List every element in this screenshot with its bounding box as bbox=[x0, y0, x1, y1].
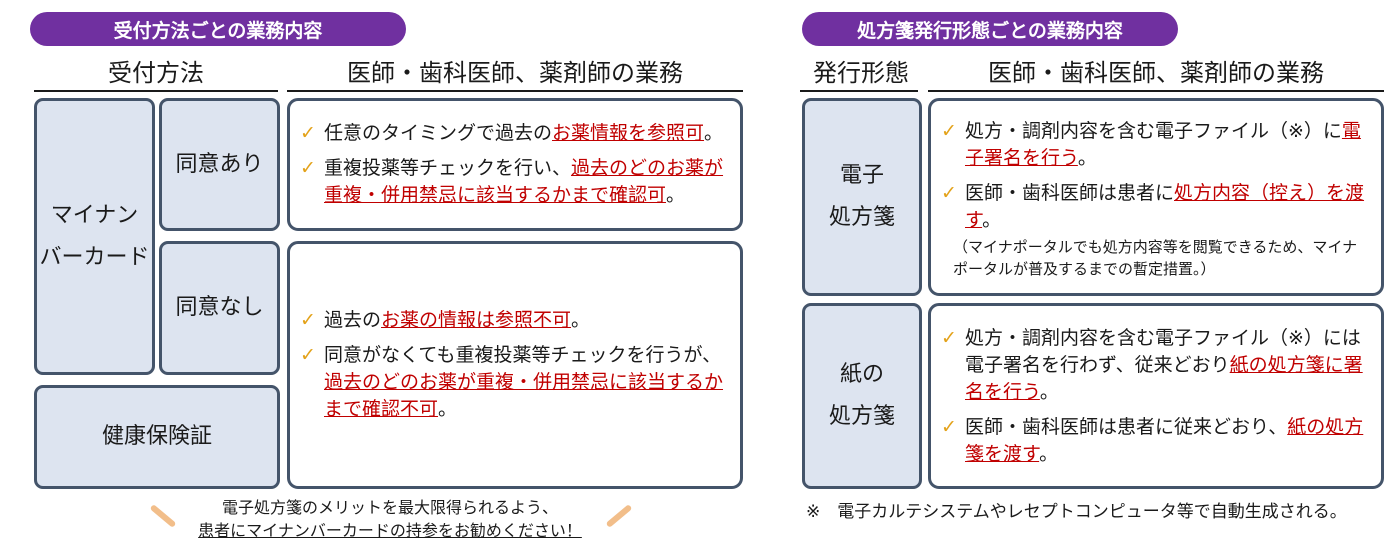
list-item: ✓医師・歯科医師は患者に処方内容（控え）を渡す。 bbox=[941, 182, 1365, 231]
check-mark-icon: ✓ bbox=[941, 415, 957, 438]
accent-stroke-left bbox=[149, 504, 177, 528]
check-mark-icon: ✓ bbox=[300, 309, 316, 331]
check-mark-icon: ✓ bbox=[300, 122, 316, 144]
left-col1-header: 受付方法 bbox=[108, 59, 204, 87]
electronic-prescription-content: ✓処方・調剤内容を含む電子ファイル（※）に電子署名を行う。 ✓医師・歯科医師は患… bbox=[928, 98, 1384, 296]
mynumber-card-label: マイナンバーカード bbox=[34, 98, 155, 375]
left-section-title: 受付方法ごとの業務内容 bbox=[30, 12, 406, 46]
list-item: ✓同意がなくても重複投薬等チェックを行うが、過去のどのお薬が重複・併用禁忌に該当… bbox=[300, 344, 724, 420]
electronic-prescription-label: 電子処方箋 bbox=[802, 98, 922, 296]
right-col2-underline bbox=[928, 90, 1384, 92]
list-item: ✓処方・調剤内容を含む電子ファイル（※）には電子署名を行わず、従来どおり紙の処方… bbox=[941, 326, 1363, 403]
consent-yes-label: 同意あり bbox=[159, 98, 280, 231]
check-mark-icon: ✓ bbox=[300, 344, 316, 366]
right-col1-header: 発行形態 bbox=[813, 59, 909, 87]
list-item: ✓処方・調剤内容を含む電子ファイル（※）に電子署名を行う。 bbox=[941, 120, 1361, 169]
right-col2-header: 医師・歯科医師、薬剤師の業務 bbox=[988, 59, 1324, 87]
check-mark-icon: ✓ bbox=[941, 120, 957, 142]
left-col1-underline bbox=[34, 90, 278, 92]
consent-no-label: 同意なし bbox=[159, 241, 280, 375]
paper-prescription-label: 紙の処方箋 bbox=[802, 303, 922, 489]
health-insurance-label: 健康保険証 bbox=[34, 385, 280, 489]
consent-yes-content: ✓任意のタイミングで過去のお薬情報を参照可。 ✓重複投薬等チェックを行い、過去の… bbox=[287, 98, 743, 231]
accent-stroke-right bbox=[605, 504, 633, 528]
left-col2-underline bbox=[287, 90, 743, 92]
interim-measure-note: （マイナポータルでも処方内容等を閲覧できるため、マイナポータルが普及するまでの暫… bbox=[953, 238, 1358, 278]
check-mark-icon: ✓ bbox=[941, 326, 957, 349]
consent-no-content: ✓過去のお薬の情報は参照不可。 ✓同意がなくても重複投薬等チェックを行うが、過去… bbox=[287, 241, 743, 489]
check-mark-icon: ✓ bbox=[300, 157, 316, 179]
right-col1-underline bbox=[800, 90, 918, 92]
auto-generation-footnote: ※ 電子カルテシステムやレセプトコンピュータ等で自動生成される。 bbox=[806, 502, 1347, 522]
left-col2-header: 医師・歯科医師、薬剤師の業務 bbox=[347, 59, 683, 87]
right-section-title: 処方箋発行形態ごとの業務内容 bbox=[802, 12, 1178, 46]
check-mark-icon: ✓ bbox=[941, 182, 957, 204]
list-item: ✓任意のタイミングで過去のお薬情報を参照可。 bbox=[300, 120, 726, 147]
card-recommendation-note: 電子処方箋のメリットを最大限得られるよう、 患者にマイナンバーカードの持参をお勧… bbox=[198, 498, 582, 540]
list-item: ✓過去のお薬の情報は参照不可。 bbox=[300, 307, 726, 334]
list-item: ✓重複投薬等チェックを行い、過去のどのお薬が重複・併用禁忌に該当するかまで確認可… bbox=[300, 157, 724, 206]
paper-prescription-content: ✓処方・調剤内容を含む電子ファイル（※）には電子署名を行わず、従来どおり紙の処方… bbox=[928, 303, 1384, 489]
list-item: ✓医師・歯科医師は患者に従来どおり、紙の処方箋を渡す。 bbox=[941, 415, 1364, 465]
